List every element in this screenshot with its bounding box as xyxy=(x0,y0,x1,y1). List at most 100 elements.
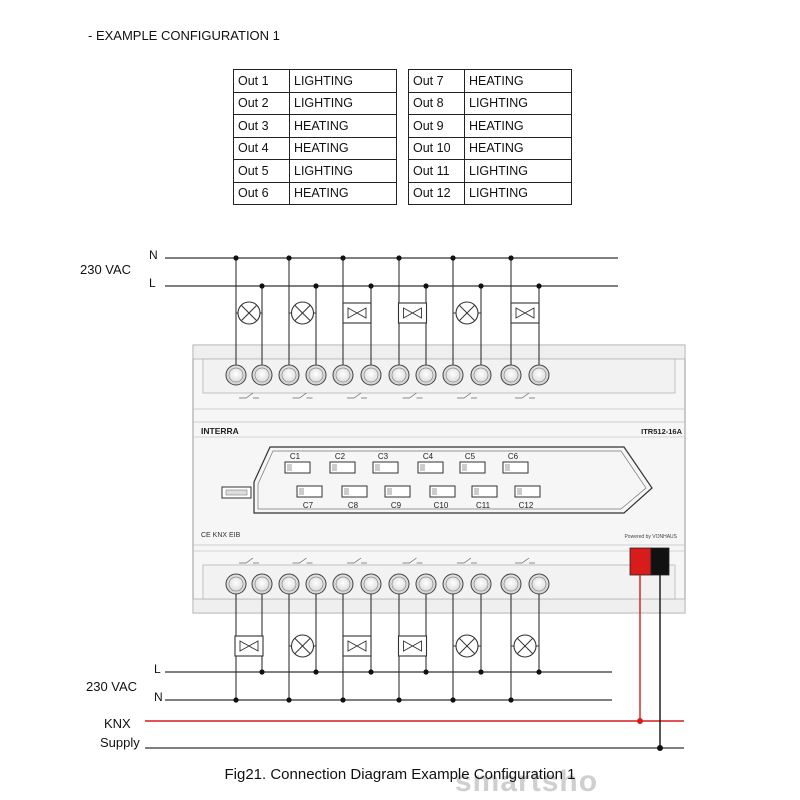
config-load: HEATING xyxy=(464,136,572,160)
relay-contact-icon xyxy=(292,557,313,564)
relay-contact-icon xyxy=(347,557,367,564)
bottom-l-label: L xyxy=(154,662,161,676)
junction-dot xyxy=(637,718,643,724)
channel-label: C5 xyxy=(465,452,476,461)
config-load: LIGHTING xyxy=(464,159,572,183)
channel-led-icon xyxy=(417,461,444,474)
channel-label: C11 xyxy=(476,501,491,510)
channel-led-icon xyxy=(372,461,399,474)
config-load: LIGHTING xyxy=(464,181,572,205)
junction-dot xyxy=(340,697,346,703)
config-output: Out 12 xyxy=(408,181,465,205)
config-load: HEATING xyxy=(464,114,572,138)
junction-dot xyxy=(313,283,319,289)
junction-dot xyxy=(423,669,429,675)
knx-connector-black xyxy=(650,547,670,576)
junction-dot xyxy=(536,283,542,289)
figure-caption: Fig21. Connection Diagram Example Config… xyxy=(224,766,576,783)
channel-label: C8 xyxy=(348,501,359,510)
channel-label: C12 xyxy=(519,501,534,510)
channel-label: C7 xyxy=(303,501,314,510)
top-l-label: L xyxy=(149,276,156,290)
junction-dot xyxy=(233,255,239,261)
relay-contact-icon xyxy=(515,557,535,564)
config-output: Out 5 xyxy=(233,159,290,183)
watermark: smartsho xyxy=(455,765,599,798)
channel-led-icon xyxy=(514,485,541,498)
junction-dot xyxy=(368,669,374,675)
junction-dot xyxy=(340,255,346,261)
section-header: - EXAMPLE CONFIGURATION 1 xyxy=(88,28,280,43)
channel-label: C10 xyxy=(434,501,449,510)
junction-dot xyxy=(396,255,402,261)
relay-contact-icon xyxy=(239,392,259,399)
actuator-module xyxy=(192,344,686,614)
config-load: HEATING xyxy=(289,136,397,160)
relay-contact-icon xyxy=(402,392,423,399)
config-load: HEATING xyxy=(289,181,397,205)
brand-label: INTERRA xyxy=(201,426,239,436)
knx-label: KNX xyxy=(104,716,131,731)
channel-label: C3 xyxy=(378,452,389,461)
channel-led-icon xyxy=(459,461,486,474)
channel-led-icon xyxy=(384,485,411,498)
relay-contact-icon xyxy=(239,557,259,564)
channel-label: C4 xyxy=(423,452,434,461)
junction-dot xyxy=(259,283,265,289)
relay-contact-icon xyxy=(402,557,423,564)
model-label: ITR512-16A xyxy=(641,427,682,436)
junction-dot xyxy=(478,669,484,675)
relay-contact-icon xyxy=(457,392,477,399)
config-output: Out 3 xyxy=(233,114,290,138)
junction-dot xyxy=(508,697,514,703)
channel-led-icon xyxy=(341,485,368,498)
junction-dot xyxy=(423,283,429,289)
junction-dot xyxy=(233,697,239,703)
junction-dot xyxy=(508,255,514,261)
channel-label: C6 xyxy=(508,452,519,461)
bottom-n-label: N xyxy=(154,690,163,704)
config-output: Out 11 xyxy=(408,159,465,183)
junction-dot xyxy=(286,697,292,703)
config-load: HEATING xyxy=(289,114,397,138)
junction-dot xyxy=(536,669,542,675)
knx-connector-red xyxy=(629,547,652,576)
config-output: Out 6 xyxy=(233,181,290,205)
channel-label: C1 xyxy=(290,452,301,461)
top-voltage-label: 230 VAC xyxy=(80,262,132,277)
knx-supply-label: Supply xyxy=(100,735,140,750)
junction-dot xyxy=(478,283,484,289)
channel-label: C2 xyxy=(335,452,346,461)
certification-marks: CE KNX EIB xyxy=(201,532,241,539)
top-n-label: N xyxy=(149,248,158,262)
junction-dot xyxy=(286,255,292,261)
relay-contact-icon xyxy=(292,392,313,399)
config-load: LIGHTING xyxy=(289,159,397,183)
junction-dot xyxy=(368,283,374,289)
junction-dot xyxy=(450,697,456,703)
channel-led-icon xyxy=(502,461,529,474)
config-load: LIGHTING xyxy=(289,69,397,93)
junction-dot xyxy=(259,669,265,675)
channel-label: C9 xyxy=(391,501,402,510)
channel-led-icon xyxy=(429,485,456,498)
powered-by-label: Powered by VONHAUS xyxy=(624,534,677,540)
bottom-voltage-label: 230 VAC xyxy=(86,679,138,694)
channel-led-icon xyxy=(296,485,323,498)
channel-led-icon xyxy=(329,461,356,474)
supply-lines xyxy=(145,257,684,749)
relay-contact-icon xyxy=(457,557,477,564)
